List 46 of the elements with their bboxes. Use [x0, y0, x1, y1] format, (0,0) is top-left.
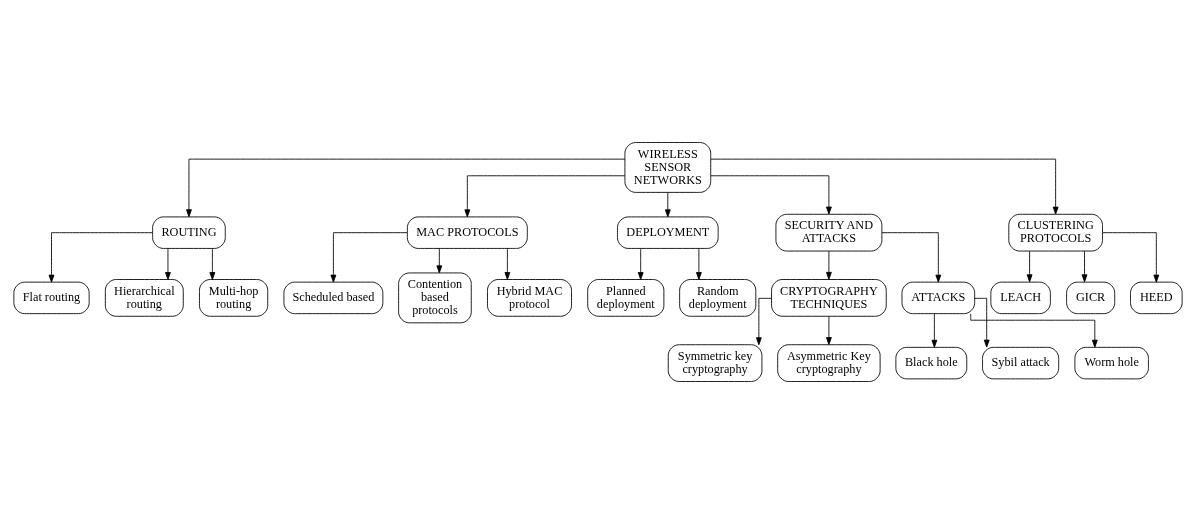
node-box: ROUTING [152, 215, 226, 249]
node-box: Multi-hop routing [199, 278, 269, 317]
node-box: CRYPTOGRAPHY TECHNIQUES [771, 278, 887, 317]
arrow [664, 191, 671, 217]
arrow [165, 247, 171, 280]
node-box: MAC PROTOCOLS [406, 215, 528, 249]
arrow [504, 247, 511, 280]
arrow [186, 158, 626, 217]
arrow [48, 231, 153, 283]
node-box: Hybrid MAC protocol [487, 278, 572, 317]
node-box: Random deployment [679, 278, 757, 317]
arrow [330, 231, 408, 283]
node-box: Scheduled based [283, 281, 384, 314]
node-box: DEPLOYMENT [617, 215, 719, 249]
node-box: Black hole [895, 346, 968, 379]
node-box: Symmetric key cryptography [667, 343, 763, 382]
node-box: WIRELESS SENSOR NETWORKS [624, 141, 712, 193]
arrow [1081, 250, 1088, 282]
arrow [881, 231, 942, 283]
node-box: HEED [1130, 281, 1183, 314]
arrow [696, 247, 702, 280]
arrow [974, 297, 990, 348]
node-box: ATTACKS [901, 281, 976, 314]
node-box: Flat routing [13, 281, 90, 314]
node-box: CLUSTERING PROTOCOLS [1008, 213, 1103, 251]
node-box: Asymmetric Key cryptography [777, 343, 881, 382]
arrow [436, 247, 443, 273]
arrow [826, 250, 832, 280]
node-box: Sybil attack [982, 346, 1060, 379]
arrow [710, 174, 832, 214]
node-box: Hierarchical routing [104, 278, 184, 317]
node-box: Contention based protocols [398, 272, 472, 323]
arrow [931, 312, 938, 348]
arrow [1026, 250, 1033, 282]
arrow [710, 158, 1059, 215]
arrow [826, 315, 832, 345]
node-box: Worm hole [1074, 346, 1149, 379]
arrow [637, 247, 644, 280]
arrow [464, 174, 626, 217]
arrow [209, 247, 216, 280]
node-box: Planned deployment [587, 278, 665, 317]
arrow [970, 312, 1098, 348]
node-box: LEACH [990, 281, 1051, 314]
node-box: GICR [1066, 281, 1116, 314]
arrow [1102, 231, 1160, 283]
node-box: SECURITY AND ATTACKS [775, 213, 883, 251]
